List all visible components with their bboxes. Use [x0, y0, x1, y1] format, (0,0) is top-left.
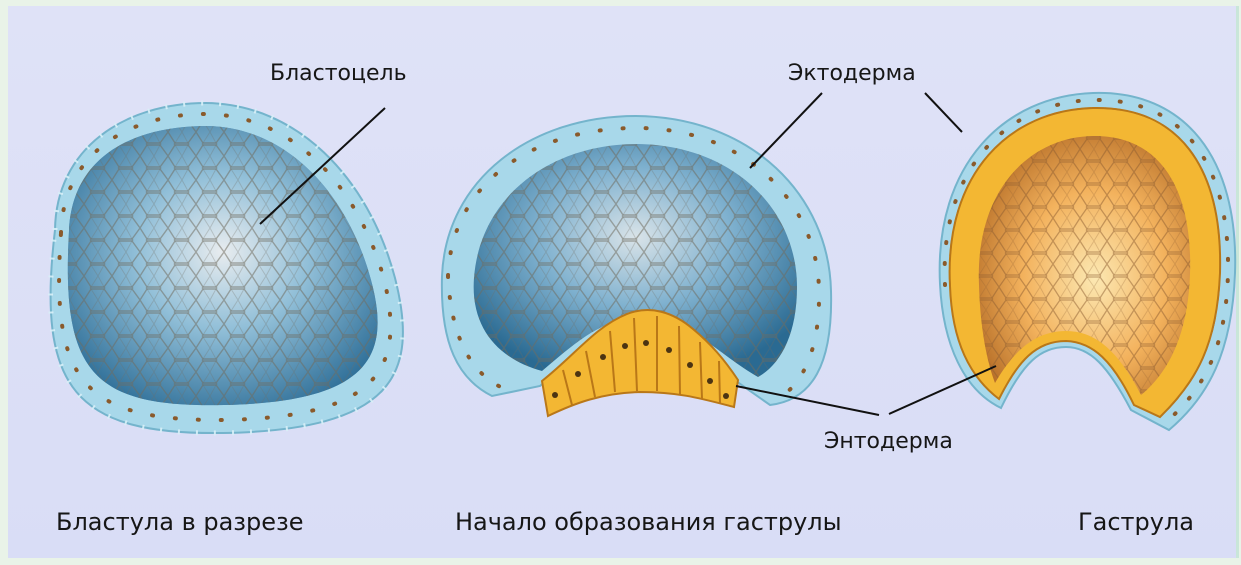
blastocoel-label: Бластоцель — [270, 61, 407, 86]
blastula-caption: Бластула в разрезе — [56, 508, 304, 536]
endoderm-pointer-line-early — [736, 386, 879, 415]
ectoderm-pointer-line-early — [750, 93, 822, 168]
early-gastrula-section — [442, 116, 831, 416]
endoderm-label: Энтодерма — [824, 429, 953, 454]
ectoderm-label: Эктодерма — [788, 61, 916, 86]
gastrulation-start-caption: Начало образования гаструлы — [455, 508, 842, 536]
ectoderm-pointer-line-gastrula — [925, 93, 962, 132]
gastrula-caption: Гаструла — [1078, 508, 1194, 536]
gastrula-section — [940, 93, 1236, 430]
blastula-section — [51, 103, 403, 433]
